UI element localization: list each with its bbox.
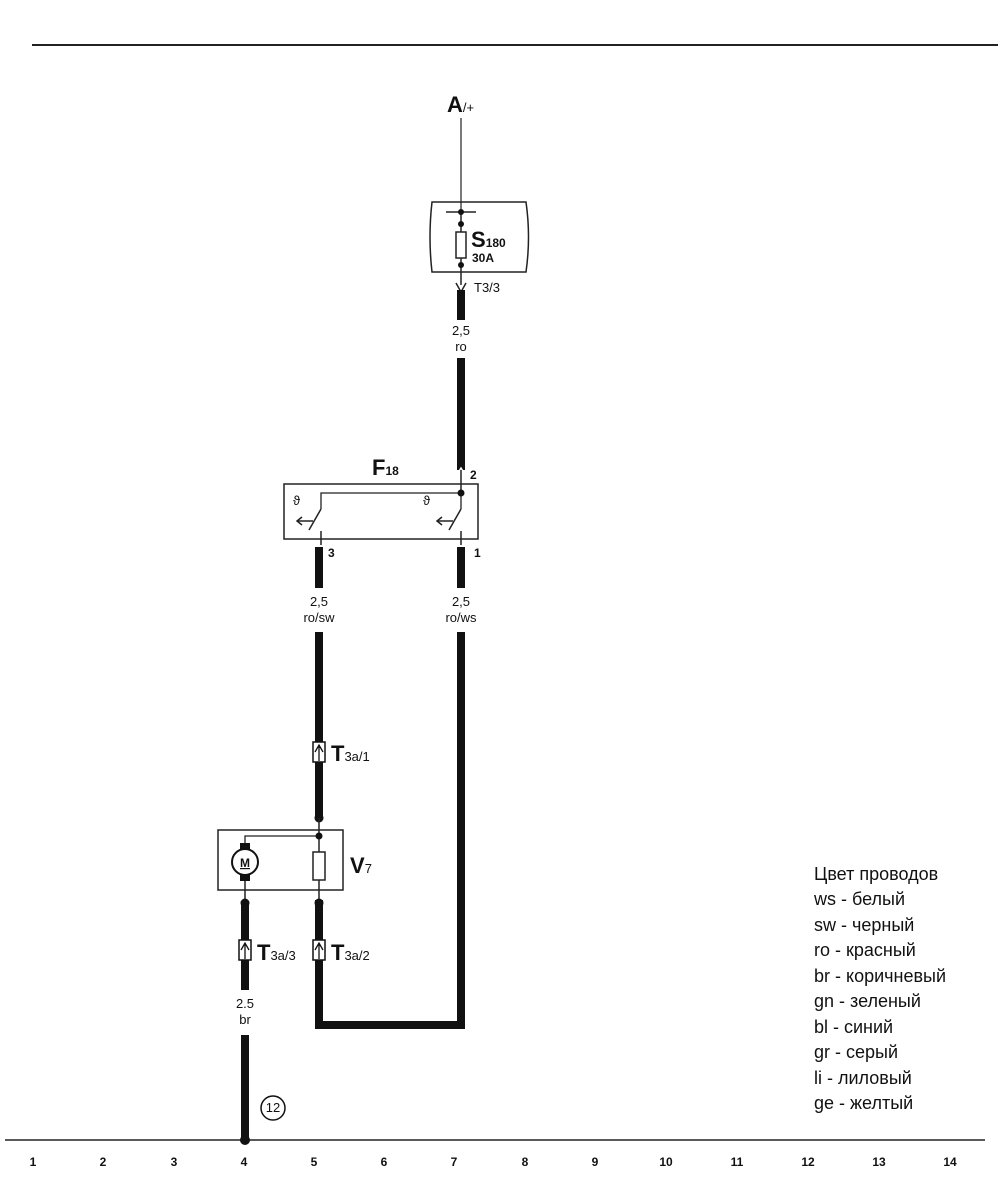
legend-item: ge - желтый (814, 1093, 913, 1113)
ground-point-icon (260, 1095, 286, 1121)
grid-number: 5 (311, 1155, 318, 1169)
fuse-terminal-label: T3/3 (474, 280, 500, 295)
legend-item: gn - зеленый (814, 991, 921, 1011)
resistor-icon (312, 851, 326, 881)
grid-number: 9 (592, 1155, 599, 1169)
legend-item: bl - синий (814, 1017, 893, 1037)
connector-label: T3a/1 (331, 741, 370, 766)
grid-numbers: 1 2 3 4 5 6 7 8 9 10 11 12 13 14 (30, 1155, 957, 1169)
grid-number: 3 (171, 1155, 178, 1169)
pin-label: 1 (474, 546, 481, 560)
grid-number: 8 (522, 1155, 529, 1169)
wire-gauge: 2,5 (452, 323, 470, 338)
wire-gauge: 2.5 (236, 996, 254, 1011)
legend-item: br - коричневый (814, 966, 946, 986)
wire-gauge: 2,5 (310, 594, 328, 609)
grid-number: 12 (801, 1155, 815, 1169)
grid-number: 7 (451, 1155, 458, 1169)
fuse-icon (455, 231, 467, 259)
legend-item: sw - черный (814, 915, 914, 935)
legend-item: gr - серый (814, 1042, 898, 1062)
wire-color: ro (455, 339, 467, 354)
grid-number: 14 (943, 1155, 957, 1169)
fan-label: V7 (350, 853, 372, 878)
fuse-rating: 30A (472, 251, 494, 265)
legend-item: li - лиловый (814, 1068, 912, 1088)
wire-gauge: 2,5 (452, 594, 470, 609)
grid-number: 6 (381, 1155, 388, 1169)
motor-icon (231, 848, 259, 876)
connector-label: T3a/2 (331, 940, 370, 965)
wire-color: br (239, 1012, 251, 1027)
grid-number: 13 (872, 1155, 886, 1169)
pin-label: 2 (470, 468, 477, 482)
switch-contact-icon (295, 508, 462, 545)
thermo-switch-f18: F18 2 ϑ ϑ 3 1 (283, 455, 481, 560)
wire-ro-ws (315, 632, 465, 1029)
connector-label: T3a/3 (257, 940, 296, 965)
grid-number: 1 (30, 1155, 37, 1169)
grid-number: 10 (659, 1155, 673, 1169)
grid-number: 2 (100, 1155, 107, 1169)
ground-point-label: 12 (266, 1100, 280, 1115)
pin-label: 3 (328, 546, 335, 560)
grid-number: 11 (731, 1155, 744, 1169)
wire-color-legend: Цвет проводов ws - белый sw - черный ro … (813, 864, 946, 1113)
radiator-fan-v7: M V7 (217, 818, 372, 900)
wire-color: ro/sw (303, 610, 335, 625)
legend-item: ro - красный (814, 940, 916, 960)
thermo-icon: ϑ (423, 493, 431, 508)
motor-symbol: M (240, 856, 250, 870)
grid-number: 4 (241, 1155, 248, 1169)
legend-item: ws - белый (813, 889, 905, 909)
thermo-icon: ϑ (293, 493, 301, 508)
supply-label: A/+ (447, 92, 474, 117)
fuse-label: S180 (471, 227, 506, 252)
switch-label: F18 (372, 455, 399, 480)
wire-color: ro/ws (445, 610, 477, 625)
fuse-s180: S180 30A (429, 201, 530, 285)
legend-title: Цвет проводов (814, 864, 938, 884)
